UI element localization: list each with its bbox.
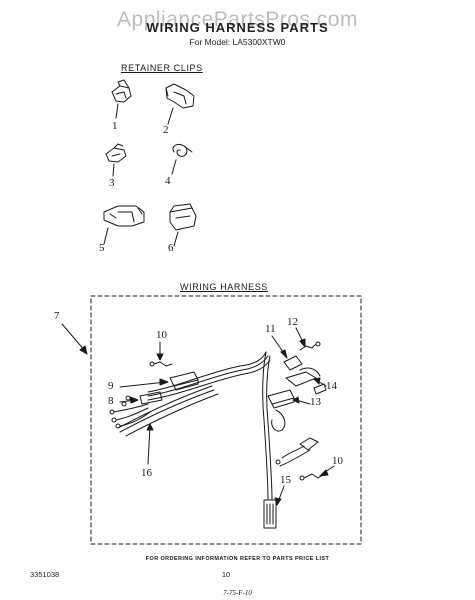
document-number: 3351038 (30, 570, 60, 579)
callout-12: 12 (287, 316, 298, 328)
callout-16: 16 (141, 467, 152, 479)
callout-8: 8 (108, 395, 114, 407)
harness-frame (90, 295, 362, 545)
callout-1: 1 (112, 120, 118, 132)
terminal-10b-drawing (299, 465, 335, 481)
ordering-note: FOR ORDERING INFORMATION REFER TO PARTS … (145, 556, 330, 562)
callout-10-lower: 10 (332, 455, 343, 467)
callout-7-leader (61, 323, 87, 353)
callout-2: 2 (163, 124, 169, 136)
callout-14: 14 (326, 380, 337, 392)
callout-15: 15 (280, 474, 291, 486)
callout-6: 6 (168, 242, 174, 254)
retainer-clip-5-drawing (103, 205, 145, 245)
callout-4: 4 (165, 175, 171, 187)
callout-10-upper: 10 (156, 329, 167, 341)
plug-15-drawing (263, 485, 285, 529)
connector-14-drawing (285, 367, 327, 387)
retainer-clip-1-drawing (111, 79, 132, 119)
callout-3: 3 (109, 177, 115, 189)
retainer-clip-2-drawing (165, 83, 195, 125)
callout-7: 7 (54, 310, 60, 322)
retainer-clip-6-drawing (169, 203, 197, 247)
print-code: 7-75-F-10 (223, 589, 252, 597)
model-subtitle: For Model: LA5300XTW0 (189, 37, 286, 47)
terminal-12-drawing (295, 327, 321, 351)
retainer-clips-heading: RETAINER CLIPS (121, 63, 203, 73)
retainer-clip-3-drawing (105, 143, 127, 177)
callout-11: 11 (265, 323, 276, 335)
page-title: WIRING HARNESS PARTS (146, 20, 329, 35)
connector-8-drawing (119, 391, 163, 405)
callout-9: 9 (108, 380, 114, 392)
callout-5: 5 (99, 242, 105, 254)
retainer-clip-4-drawing (171, 143, 193, 175)
connector-right-drawing (275, 437, 319, 467)
connector-9-drawing (119, 371, 199, 391)
wiring-harness-drawing (109, 351, 273, 501)
wiring-harness-heading: WIRING HARNESS (180, 282, 268, 292)
terminal-10a-drawing (149, 341, 173, 367)
watermark: AppliancePartsPros.com (117, 8, 358, 31)
connector-13-drawing (267, 389, 311, 409)
connector-11-drawing (271, 335, 303, 371)
page-number: 10 (221, 570, 231, 579)
callout-13: 13 (310, 396, 321, 408)
